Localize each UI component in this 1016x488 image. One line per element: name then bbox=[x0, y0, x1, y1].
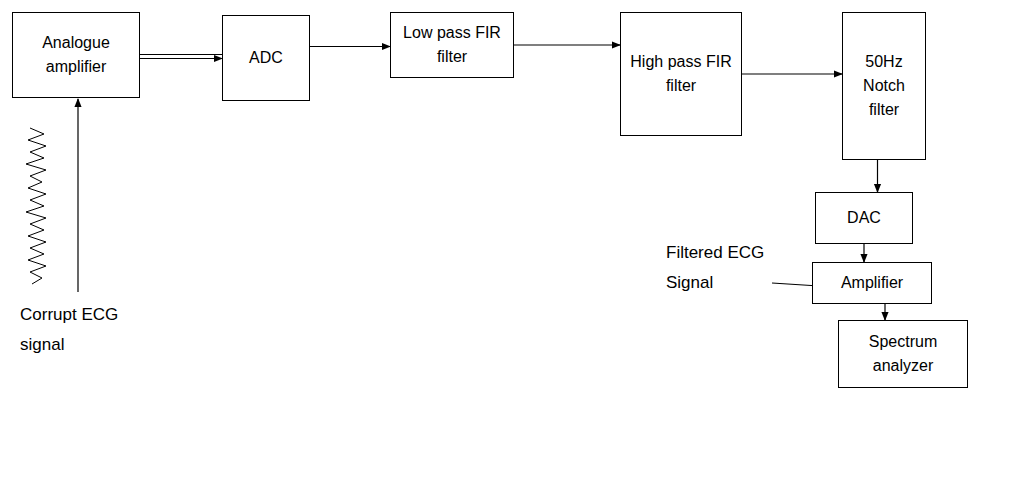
process-box: High pass FIR filter bbox=[620, 12, 742, 136]
process-box: Low pass FIR filter bbox=[390, 12, 514, 78]
box-label: 50Hz Notch filter bbox=[848, 50, 920, 122]
connector-line bbox=[514, 44, 620, 45]
signal-arrow bbox=[864, 244, 865, 262]
connector-line bbox=[877, 160, 878, 192]
process-box: Analogue amplifier bbox=[12, 12, 140, 98]
process-box: Spectrum analyzer bbox=[838, 320, 968, 388]
process-box: Amplifier bbox=[812, 262, 932, 304]
connector-line bbox=[140, 54, 222, 55]
box-label: DAC bbox=[847, 206, 881, 230]
connector-line bbox=[742, 73, 842, 74]
box-label: Amplifier bbox=[841, 271, 903, 295]
connector-line bbox=[140, 58, 222, 59]
signal-arrow bbox=[885, 304, 886, 320]
signal-arrow bbox=[514, 45, 620, 46]
signal-arrow bbox=[310, 46, 390, 47]
process-box: ADC bbox=[222, 15, 310, 101]
input-arrow bbox=[77, 99, 78, 292]
box-label: ADC bbox=[249, 46, 283, 70]
box-label: Low pass FIR filter bbox=[396, 21, 508, 69]
signal-arrow bbox=[742, 74, 842, 75]
box-label: Analogue amplifier bbox=[18, 31, 134, 79]
connector-line bbox=[863, 244, 864, 262]
process-box: 50Hz Notch filter bbox=[842, 12, 926, 160]
signal-arrow bbox=[140, 55, 222, 59]
noise-waveform bbox=[26, 128, 46, 284]
signal-label: Corrupt ECG signal bbox=[20, 300, 140, 360]
signal-label: Filtered ECG Signal bbox=[666, 238, 770, 298]
process-box: DAC bbox=[815, 192, 913, 244]
signal-arrow bbox=[877, 160, 878, 192]
connector-line bbox=[310, 46, 390, 47]
box-label: High pass FIR filter bbox=[626, 50, 736, 98]
connector-line bbox=[884, 304, 885, 320]
box-label: Spectrum analyzer bbox=[844, 330, 962, 378]
